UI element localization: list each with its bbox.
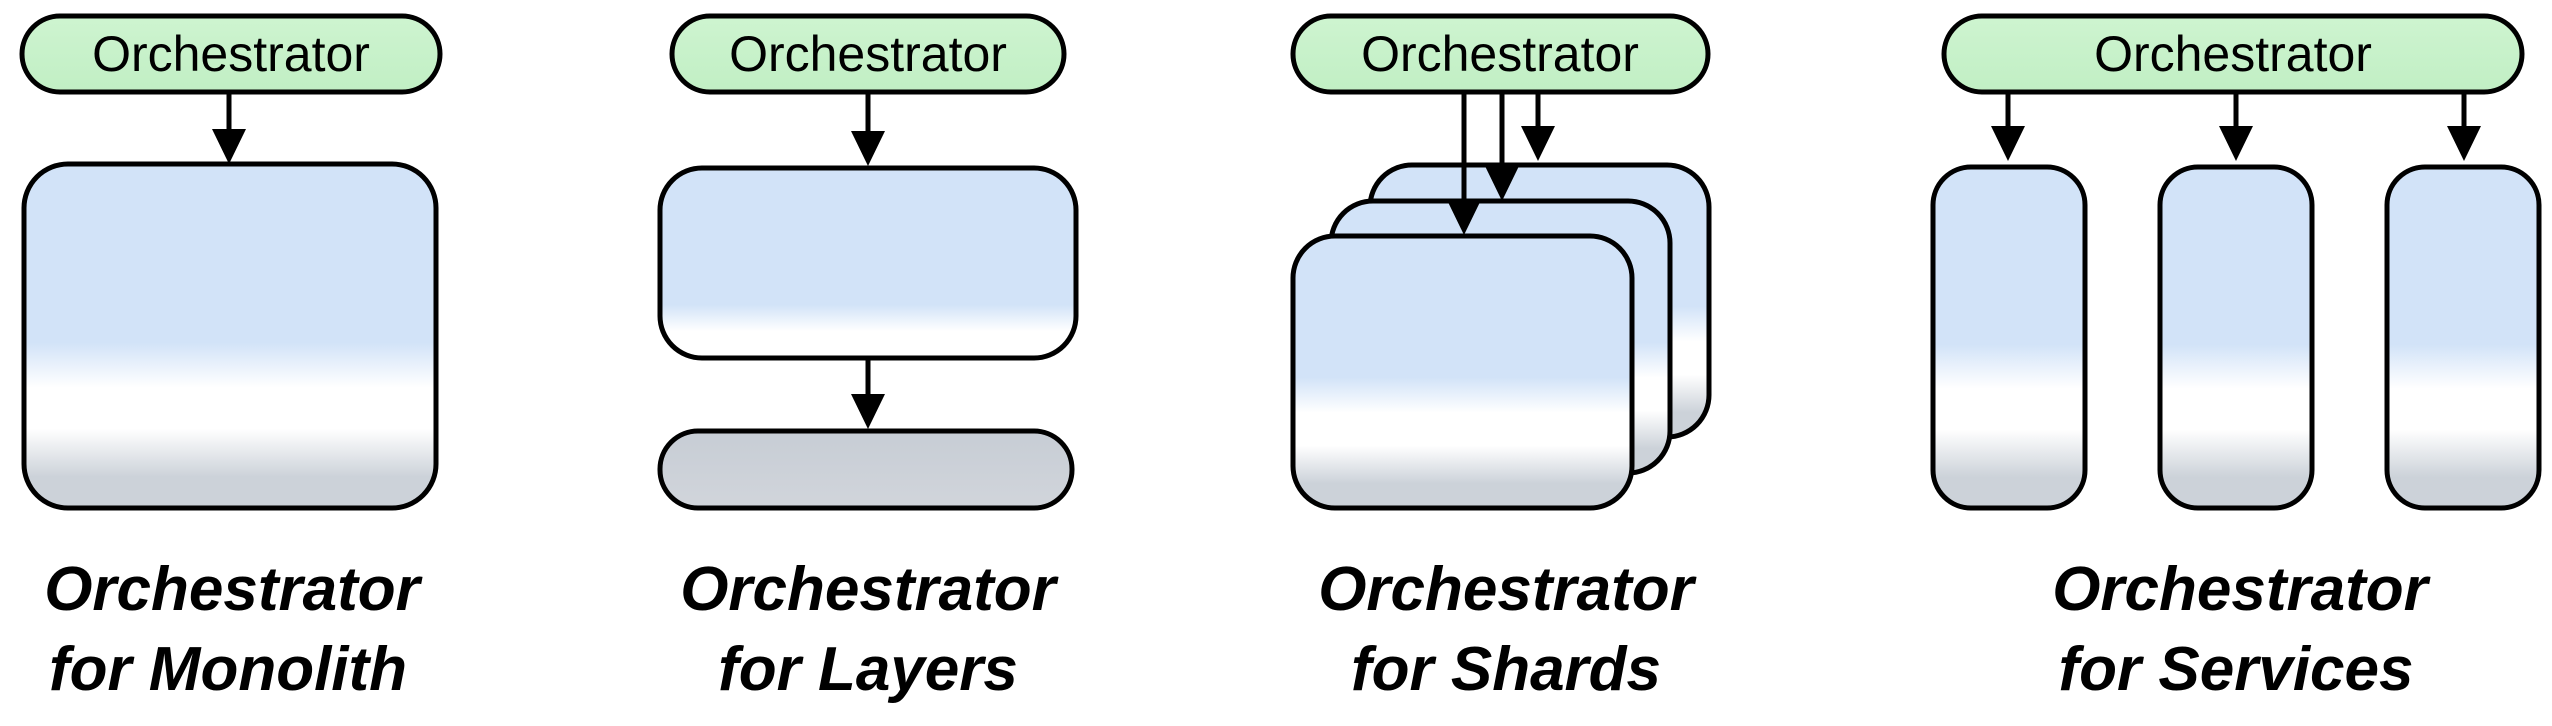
panel-monolith: Orchestrator Orchestrator for Monolith — [19, 13, 443, 704]
orchestrator-pill-label: Orchestrator — [1361, 26, 1639, 82]
lower-layer-pill — [657, 428, 1075, 511]
orchestrator-pill-label: Orchestrator — [92, 26, 370, 82]
panel-caption-line1: Orchestrator — [680, 555, 1058, 624]
upper-layer-box — [657, 165, 1079, 361]
arrow-head-icon — [1521, 126, 1555, 161]
panel-layers: Orchestrator Orchestrator for Layers — [657, 13, 1079, 704]
arrow-head-icon — [1447, 200, 1481, 235]
service-box-2 — [2157, 164, 2315, 511]
arrow-head-icon — [1485, 166, 1519, 201]
monolith-box — [21, 161, 439, 511]
orchestrator-pill-label: Orchestrator — [729, 26, 1007, 82]
arrow-head-icon — [2219, 126, 2253, 161]
arrow-head-icon — [851, 131, 885, 166]
panel-caption-line1: Orchestrator — [44, 555, 422, 624]
panel-caption-line1: Orchestrator — [2052, 555, 2430, 624]
arrow-head-icon — [1991, 126, 2025, 161]
panel-caption-line2: for Monolith — [49, 635, 407, 704]
panel-caption-line1: Orchestrator — [1318, 555, 1696, 624]
panel-caption-line2: for Shards — [1351, 635, 1661, 704]
arrow-head-icon — [212, 129, 246, 164]
service-box-3 — [2384, 164, 2542, 511]
service-box-1 — [1930, 164, 2088, 511]
orchestrator-pill-label: Orchestrator — [2094, 26, 2372, 82]
panel-caption-line2: for Layers — [718, 635, 1018, 704]
panel-shards: Orchestrator Orchestrator for Shards — [1290, 13, 1712, 704]
orchestrator-pill — [1941, 13, 2525, 95]
shard-box-front — [1290, 233, 1635, 511]
panel-services: Orchestrator Orchestrator for Services — [1930, 13, 2542, 704]
arrow-head-icon — [851, 394, 885, 429]
arrow-head-icon — [2447, 126, 2481, 161]
panel-caption-line2: for Services — [2059, 635, 2414, 704]
